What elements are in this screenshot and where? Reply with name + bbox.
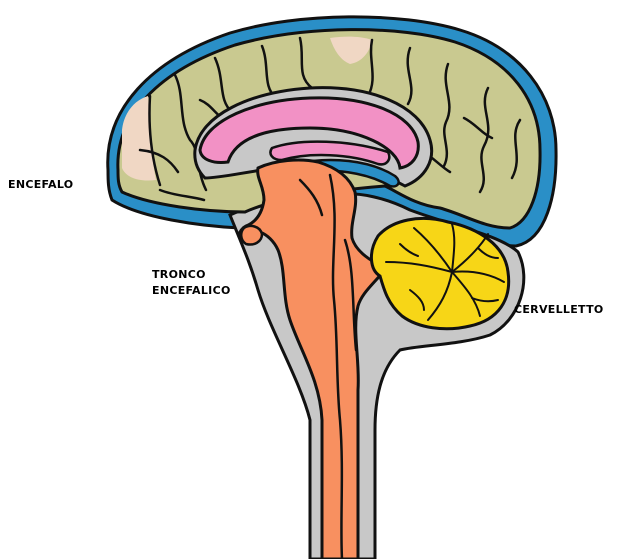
pituitary bbox=[241, 226, 262, 245]
label-tronco-encefalico: TRONCO ENCEFALICO bbox=[152, 267, 231, 299]
label-encefalo: ENCEFALO bbox=[8, 177, 73, 193]
label-tronco-line2: ENCEFALICO bbox=[152, 283, 231, 299]
label-tronco-line1: TRONCO bbox=[152, 267, 231, 283]
label-cervelletto: CERVELLETTO bbox=[514, 302, 604, 318]
